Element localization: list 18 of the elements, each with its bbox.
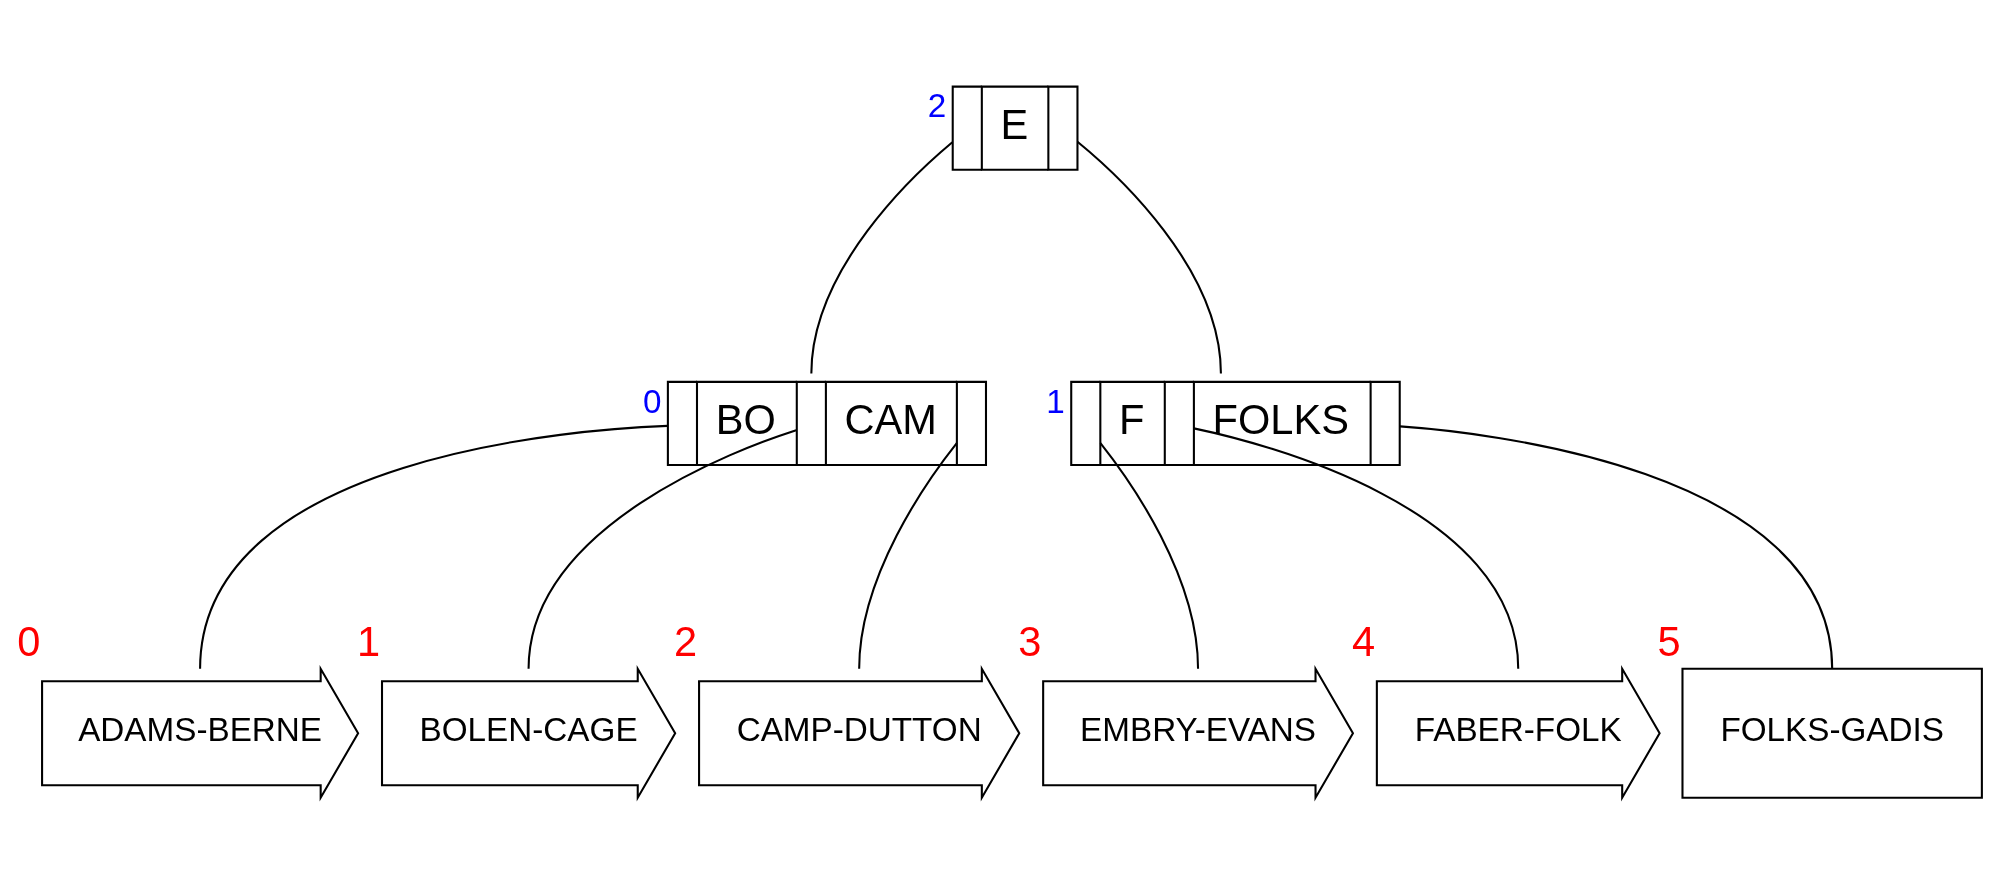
- node-label: 0: [17, 617, 41, 665]
- connector: [1076, 140, 1222, 374]
- node-label: 1: [357, 617, 381, 665]
- node-label: 1: [1046, 382, 1065, 420]
- node-label: 2: [927, 86, 947, 124]
- connector: [1193, 426, 1520, 669]
- node-box: FOLKS-GADIS: [1681, 667, 1983, 799]
- connector: [527, 428, 797, 669]
- node-label: 3: [1018, 617, 1042, 665]
- connector: [1399, 424, 1834, 669]
- connector: [858, 442, 958, 669]
- node-label: 2: [674, 617, 698, 665]
- connector: [1099, 442, 1200, 669]
- connector: [810, 140, 953, 374]
- node-label: 5: [1657, 617, 1681, 665]
- node-label: 4: [1351, 617, 1376, 665]
- connector: [199, 424, 668, 669]
- node-label: 0: [642, 382, 662, 420]
